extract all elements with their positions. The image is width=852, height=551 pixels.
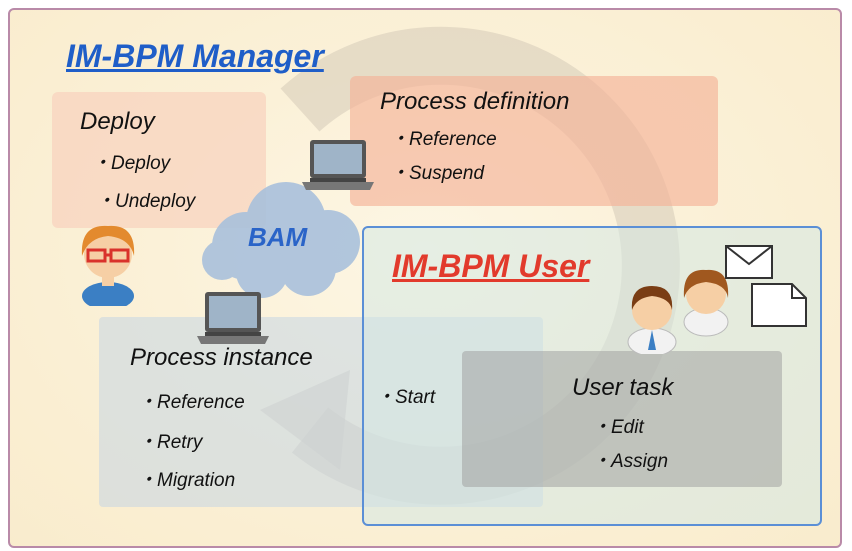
process-instance-item: ・Reference (138, 392, 245, 413)
document-icon (751, 283, 807, 327)
manager-title: IM-BPM Manager (66, 38, 324, 74)
deploy-panel (52, 92, 266, 228)
manager-person-icon (81, 225, 135, 306)
deploy-item: ・Deploy (92, 153, 171, 174)
start-item: ・Start (376, 387, 436, 408)
user-task-item: ・Edit (592, 417, 644, 438)
deploy-heading: Deploy (80, 108, 155, 135)
process-instance-item: ・Migration (138, 470, 236, 491)
diagram-canvas: IM-BPM Manager Deploy ・Deploy ・Undeploy … (8, 8, 842, 548)
laptop-icon (302, 140, 374, 190)
process-instance-heading: Process instance (130, 344, 313, 371)
laptop-icon (197, 292, 269, 344)
process-instance-item: ・Retry (138, 432, 203, 453)
user-people-icon (627, 269, 729, 354)
user-task-heading: User task (572, 374, 674, 401)
process-definition-item: ・Reference (390, 129, 497, 150)
process-definition-panel (350, 76, 718, 206)
process-definition-item: ・Suspend (390, 163, 485, 184)
user-task-panel (462, 351, 782, 487)
bam-label: BAM (248, 222, 308, 252)
cloud-icon (202, 182, 360, 298)
deploy-item: ・Undeploy (96, 191, 196, 212)
mail-icon (725, 245, 773, 279)
user-title: IM-BPM User (392, 248, 590, 284)
process-definition-heading: Process definition (380, 88, 570, 115)
user-task-item: ・Assign (592, 451, 669, 472)
